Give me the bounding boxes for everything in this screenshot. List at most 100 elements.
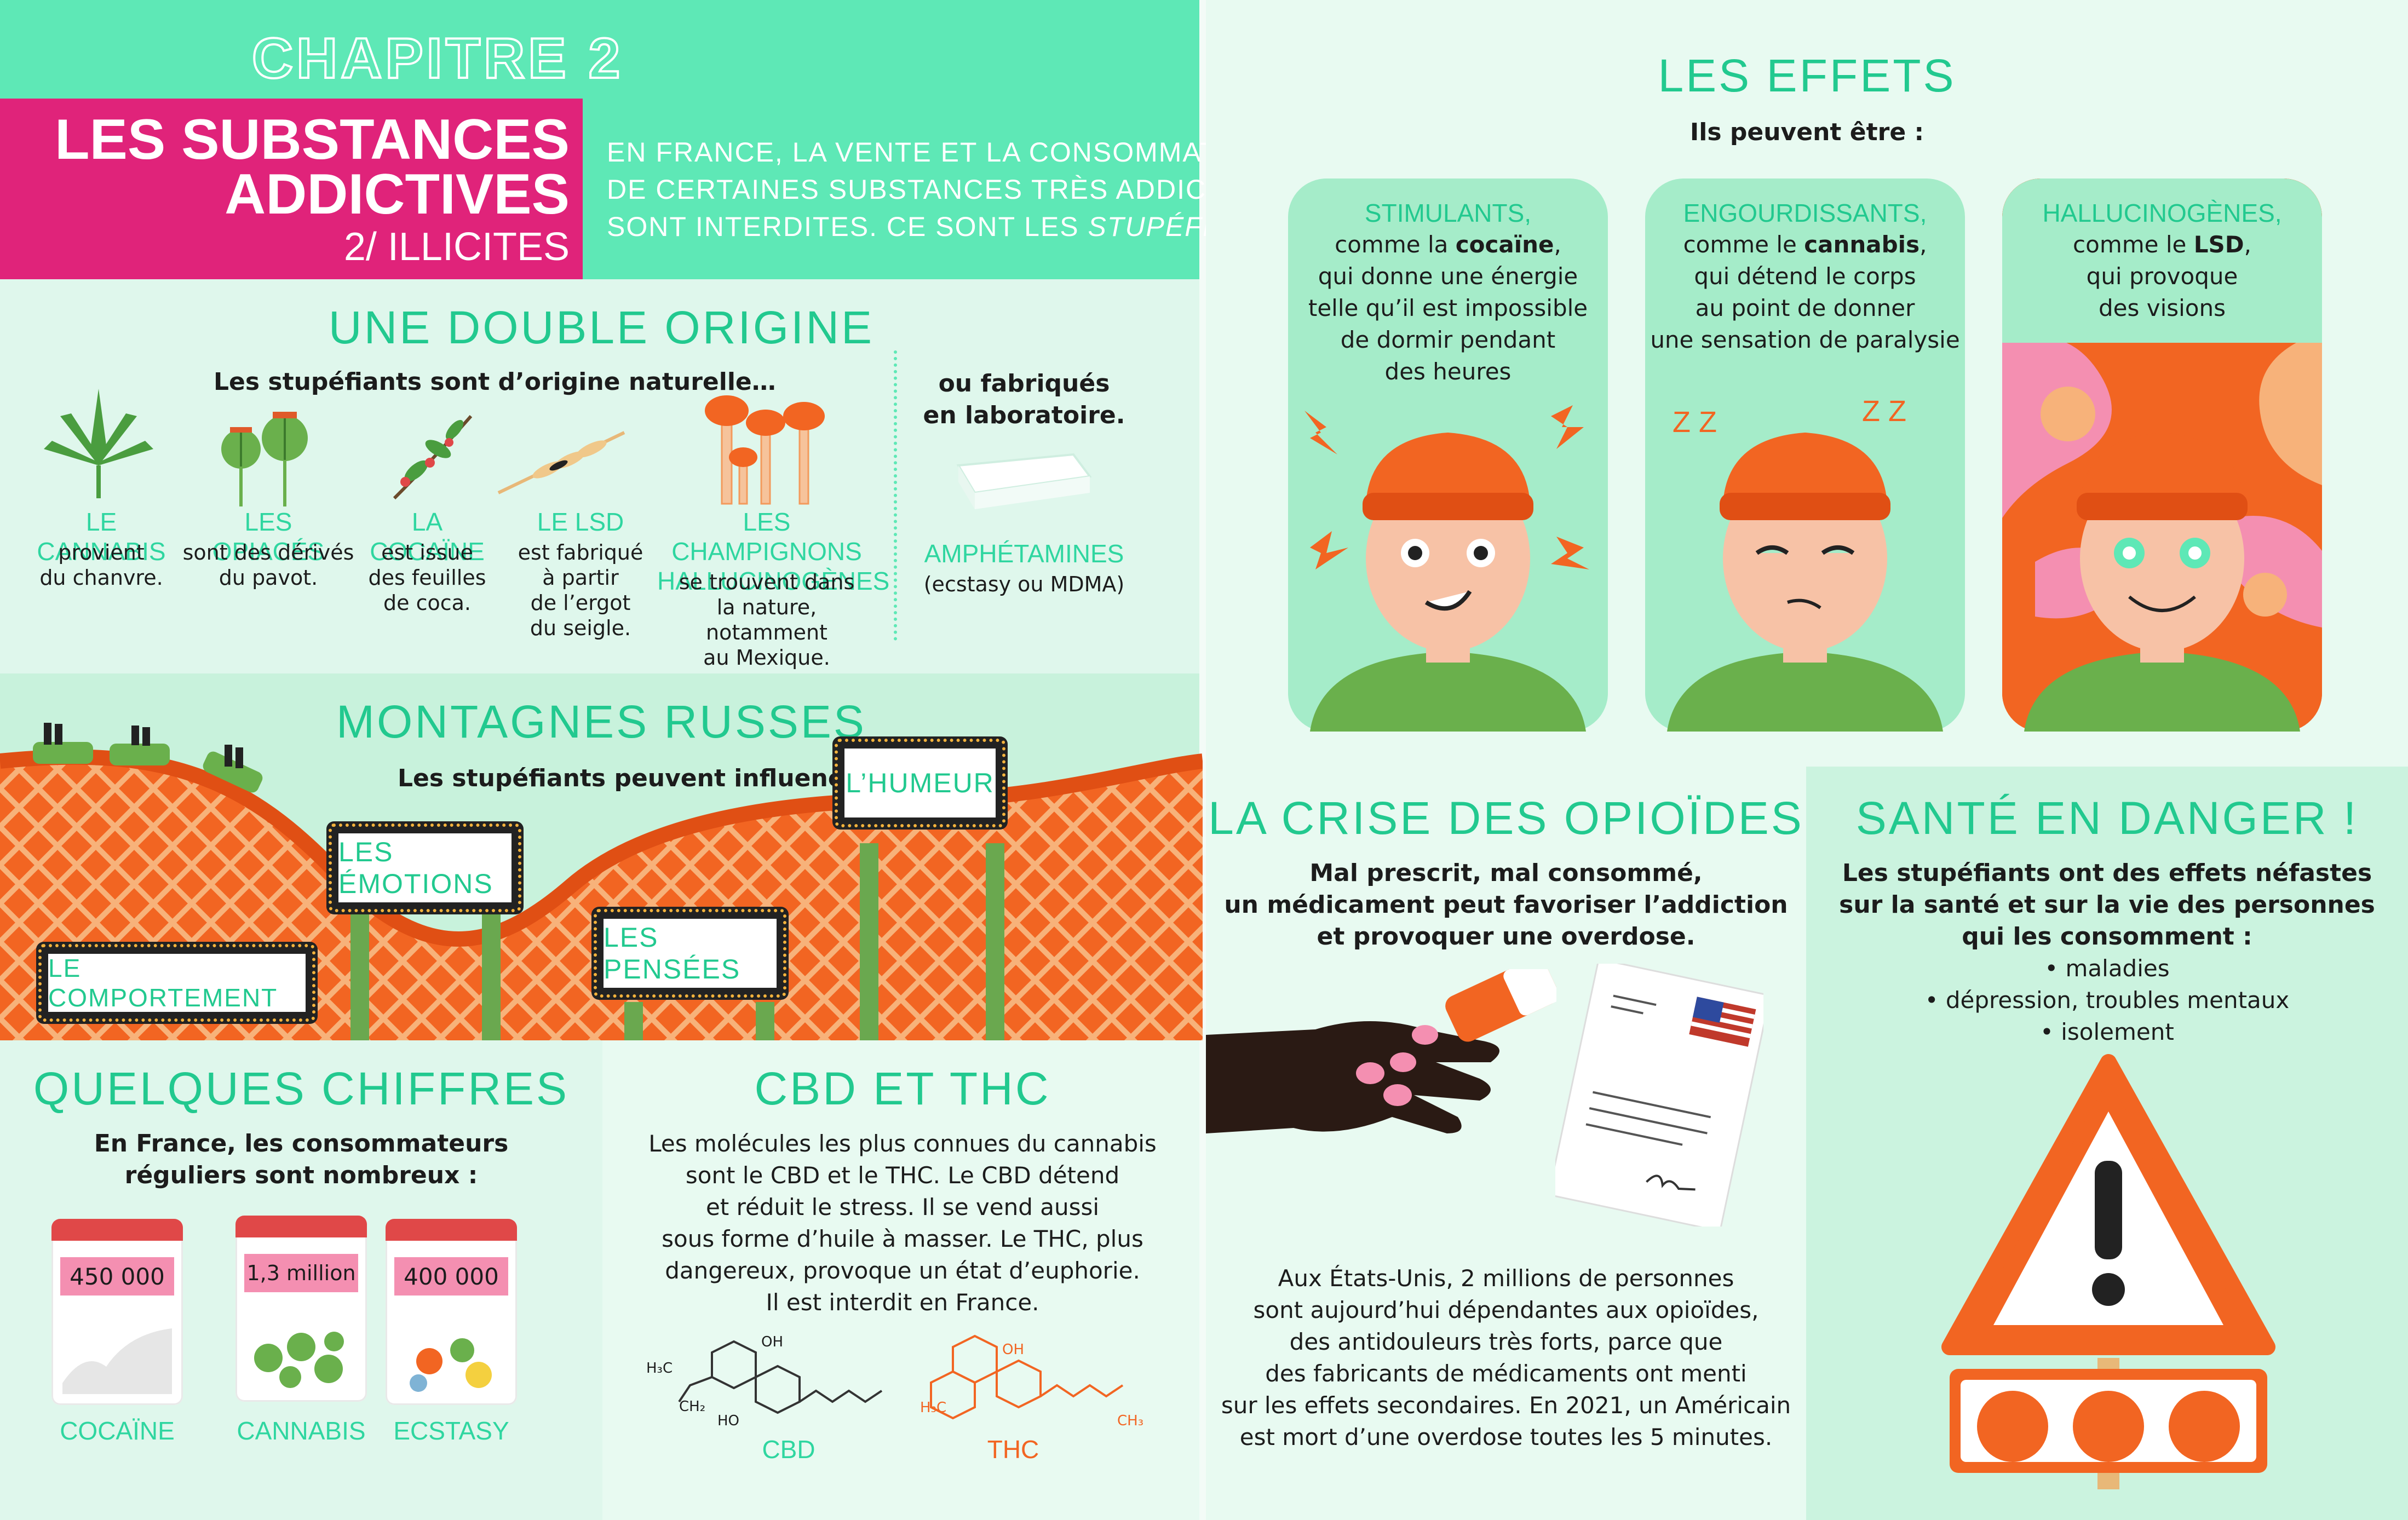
effect-line: des heures (1384, 358, 1512, 385)
effect-line: qui donne une énergie (1318, 263, 1578, 290)
effect-line: telle qu’il est impossible (1308, 295, 1588, 321)
bag-name-cannabis: CANNABIS (237, 1417, 366, 1445)
opioids-body: Aux États-Unis, 2 millions de personnes … (1206, 1263, 1806, 1453)
molecule-name-cbd: CBD (762, 1435, 815, 1464)
sign-humeur-label: L’HUMEUR (841, 745, 999, 821)
intro-text-start: SONT INTERDITES. CE SONT LES (607, 211, 1088, 242)
opioids-heading: Mal prescrit, mal consommé, un médicamen… (1206, 857, 1806, 953)
effect-line: qui provoque (2086, 263, 2238, 290)
page-title-line2: ADDICTIVES (225, 163, 570, 226)
desc-line: se trouvent dans (679, 570, 855, 594)
sad-face-icon (2073, 1391, 2144, 1462)
bag-name-ecstasy: ECSTASY (393, 1417, 509, 1445)
effect-line: comme le LSD, (2002, 229, 2322, 261)
effect-drug: cannabis (1804, 231, 1920, 258)
thermometer-head-icon (1977, 1391, 2048, 1462)
origin-name-cannabis: LE CANNABIS (37, 508, 166, 566)
danger-bullets: • maladies • dépression, troubles mentau… (1806, 953, 2408, 1048)
origin-name-opiaces: LES OPIACÉS (212, 508, 325, 566)
desc-line: à partir (542, 566, 619, 590)
coaster-heading: Les stupéfiants peuvent influencer : (398, 764, 889, 792)
desc-line: de l’ergot (530, 591, 631, 615)
effect-line-pre: comme le (1683, 231, 1804, 258)
chapter-label: CHAPITRE 2 (251, 26, 624, 91)
name-line: LES CHAMPIGNONS (671, 508, 862, 566)
figures-heading: En France, les consommateurs réguliers s… (0, 1128, 602, 1191)
atom-label: OH (761, 1334, 784, 1350)
bag-value-ecstasy: 400 000 (394, 1257, 508, 1296)
desc-line: sont des dérivés (182, 540, 354, 565)
page-title-line1: LES SUBSTANCES (55, 108, 570, 171)
origin-divider (894, 350, 897, 641)
opioids-title: LA CRISE DES OPIOÏDES (1208, 792, 1804, 844)
molecule-name-thc: THC (987, 1435, 1039, 1464)
origin-name-cocaine: LA COCAÏNE (370, 508, 485, 566)
atom-label: OH (1002, 1341, 1025, 1358)
intro-line: DE CERTAINES SUBSTANCES TRÈS ADDICTIVES (607, 174, 1291, 205)
figures-heading-line: En France, les consommateurs (94, 1130, 509, 1158)
desc-line: du pavot. (219, 566, 318, 590)
desc-line: au Mexique. (703, 646, 830, 670)
effect-line: au point de donner (1695, 295, 1915, 321)
opioids-line: est mort d’une overdose toutes les 5 min… (1239, 1424, 1773, 1450)
desc-line: du chanvre. (39, 566, 163, 590)
intro-line: SONT INTERDITES. CE SONT LES STUPÉFIANTS… (607, 208, 1297, 245)
cbd-line: Les molécules les plus connues du cannab… (648, 1130, 1157, 1157)
danger-heading-line: qui les consomment : (1962, 923, 2252, 951)
cbd-band (602, 1040, 1203, 1520)
opioids-line: des antidouleurs très forts, parce que (1289, 1328, 1723, 1355)
cbd-line: sous forme d’huile à masser. Le THC, plu… (662, 1225, 1143, 1252)
opioids-line: Aux États-Unis, 2 millions de personnes (1278, 1265, 1734, 1292)
desc-line: du seigle. (530, 616, 631, 640)
pills-icon (410, 1338, 492, 1392)
effects-heading: Ils peuvent être : (1689, 118, 1924, 146)
cbd-line: et réduit le stress. Il se vend aussi (705, 1194, 1100, 1220)
zzz-right: Z Z (1862, 395, 1906, 428)
origin-lab-heading-line: en laboratoire. (923, 401, 1125, 429)
sign-comportement: LE COMPORTEMENT (36, 942, 318, 1024)
desc-line: des feuilles (368, 566, 486, 590)
origin-name-amphetamines: AMPHÉTAMINES (924, 539, 1124, 568)
coca-branch-icon (393, 415, 473, 500)
hallucinating-face-icon (2024, 433, 2300, 732)
amphetamine-crystal-icon (956, 453, 1092, 509)
effect-line: des visions (2098, 295, 2226, 321)
zzz-left: Z Z (1673, 406, 1717, 439)
house-head-icon (2169, 1391, 2240, 1462)
bag-seal (235, 1216, 367, 1237)
atom-label: HO (717, 1413, 740, 1429)
figures-title: QUELQUES CHIFFRES (33, 1063, 570, 1114)
page-gutter (1199, 0, 1206, 1520)
atom-label: H₃C (646, 1360, 673, 1377)
opioids-line: sur les effets secondaires. En 2021, un … (1221, 1392, 1791, 1419)
thc-molecule-icon (930, 1334, 1124, 1420)
effect-drug: LSD (2193, 231, 2244, 258)
cannabis-buds-icon (254, 1332, 344, 1388)
effects-title: LES EFFETS (1658, 50, 1956, 101)
intro-text: EN FRANCE, LA VENTE ET LA CONSOMMATION D… (607, 134, 1297, 245)
sign-emotions: LES ÉMOTIONS (326, 821, 524, 914)
cbd-title: CBD ET THC (754, 1063, 1051, 1114)
danger-heading-line: Les stupéfiants ont des effets néfastes (1842, 859, 2372, 887)
desc-line: est issue (381, 540, 473, 565)
bag-value-cocaine: 450 000 (60, 1257, 174, 1296)
cbd-line: Il est interdit en France. (766, 1289, 1039, 1316)
sign-humeur: L’HUMEUR (832, 736, 1008, 830)
hand-pills-illustration (1206, 969, 1556, 1133)
opioids-line: des fabricants de médicaments ont menti (1265, 1360, 1747, 1387)
opioids-heading-line: un médicament peut favoriser l’addiction (1224, 891, 1788, 919)
rye-ergot-icon (497, 431, 625, 494)
sign-comportement-label: LE COMPORTEMENT (45, 951, 309, 1015)
danger-heading-line: sur la santé et sur la vie des personnes (1839, 891, 2375, 919)
sign-pensees-label: LES PENSÉES (600, 916, 780, 991)
effect-line: comme la cocaïne, (1288, 229, 1608, 261)
sign-pole (756, 1002, 774, 1040)
origin-desc-amphetamines: (ecstasy ou MDMA) (923, 572, 1125, 596)
effect-line: de dormir pendant (1340, 326, 1556, 353)
opioids-heading-line: et provoquer une overdose. (1317, 923, 1696, 951)
sign-pole (350, 909, 369, 1040)
